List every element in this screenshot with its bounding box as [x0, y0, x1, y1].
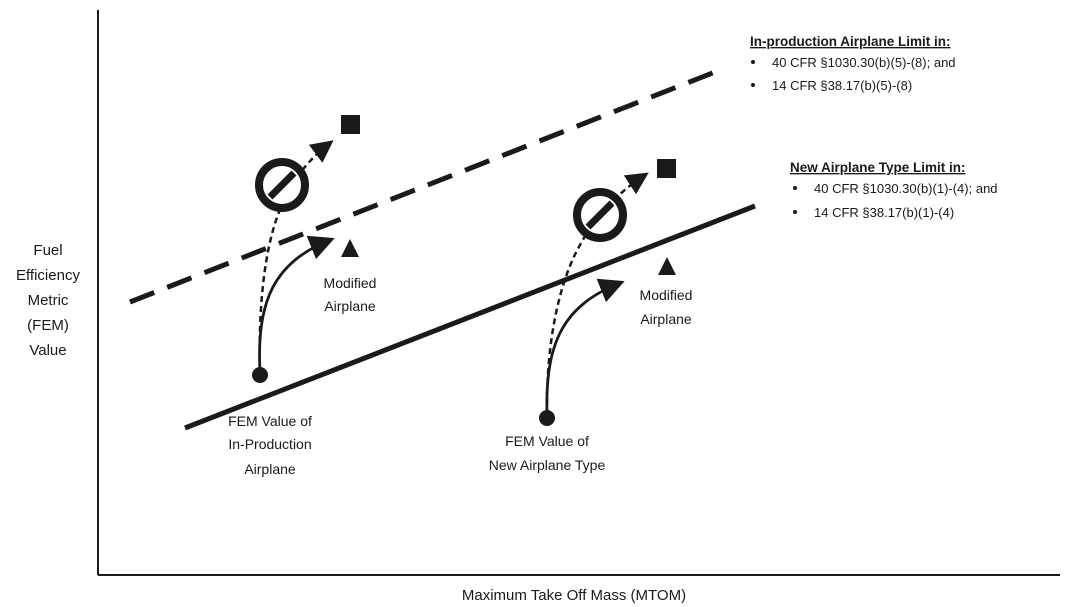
y-axis-label-line-5: Value [29, 342, 66, 359]
in-production-fem-label: In-Production [228, 436, 311, 452]
in-production-fem-label: Airplane [244, 461, 296, 477]
disallowed-path-arrow [545, 172, 649, 415]
new-type-fem-label: New Airplane Type [489, 457, 606, 473]
in-production-legend-item: 40 CFR §1030.30(b)(5)-(8); and [772, 55, 956, 70]
in-production-modified-label: Airplane [324, 298, 376, 314]
triangle-icon [341, 239, 359, 257]
new-type-fem-point [539, 410, 555, 426]
square-icon [341, 115, 360, 134]
in-production-modified-label: Modified [324, 275, 377, 291]
new-type-limit-line [184, 203, 756, 431]
new-type-legend-title: New Airplane Type Limit in: [790, 160, 966, 175]
new-type-fem-label: FEM Value of [505, 433, 589, 449]
disallowed-path-arrow [258, 140, 334, 373]
modified-path-arrow [258, 235, 335, 373]
bullet-icon [751, 83, 755, 87]
x-axis-label: Maximum Take Off Mass (MTOM) [462, 587, 686, 604]
in-production-fem-point [252, 367, 268, 383]
y-axis-label-line-3: Metric [28, 292, 69, 309]
bullet-icon [793, 210, 797, 214]
modified-path-arrow [545, 278, 625, 415]
y-axis-label-line-1: Fuel [33, 242, 62, 259]
new-type-legend-item: 14 CFR §38.17(b)(1)-(4) [814, 205, 954, 220]
in-production-fem-label: FEM Value of [228, 413, 312, 429]
new-type-modified-label: Airplane [640, 311, 692, 327]
y-axis-label-line-4: (FEM) [27, 317, 69, 334]
bullet-icon [793, 186, 797, 190]
in-production-legend-title: In-production Airplane Limit in: [750, 34, 950, 49]
triangle-icon [658, 257, 676, 275]
bullet-icon [751, 60, 755, 64]
in-production-legend-item: 14 CFR §38.17(b)(5)-(8) [772, 78, 912, 93]
in-production-limit-line [129, 69, 716, 305]
y-axis-label-line-2: Efficiency [16, 267, 80, 284]
no-entry-icon [255, 158, 309, 212]
new-type-modified-label: Modified [640, 287, 693, 303]
new-type-legend-item: 40 CFR §1030.30(b)(1)-(4); and [814, 181, 998, 196]
no-entry-icon [573, 188, 627, 242]
square-icon [657, 159, 676, 178]
